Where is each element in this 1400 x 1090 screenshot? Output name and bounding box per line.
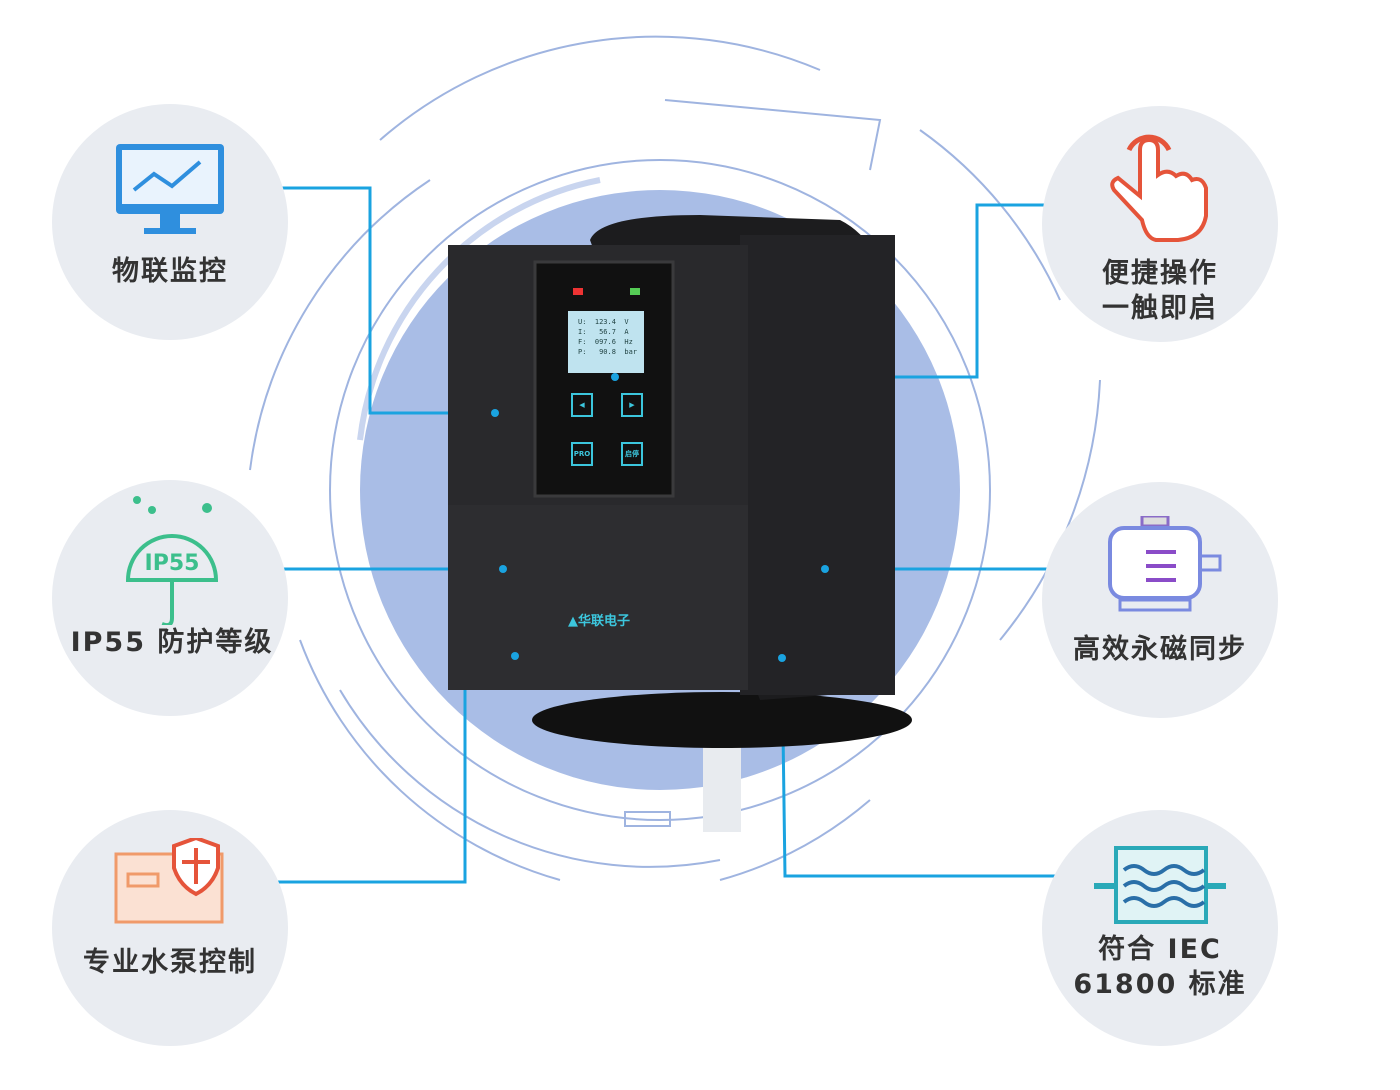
display-pressure: P: 90.8 bar	[578, 348, 638, 356]
feature-label: 专业水泵控制	[83, 947, 257, 978]
display-frequency: F: 097.6 Hz	[578, 338, 633, 346]
motor-icon	[1108, 516, 1222, 612]
feature-label: 物联监控	[112, 256, 228, 287]
brand-name: 华联电子	[578, 614, 631, 629]
left-key[interactable]: ◀	[571, 393, 593, 417]
right-key[interactable]: ▶	[621, 393, 643, 417]
feature-iot: 物联监控	[52, 104, 288, 340]
touch-hand-icon	[1110, 134, 1208, 242]
monitor-chart-icon	[116, 144, 224, 234]
feature-easy-operation: 便捷操作 一触即启	[1042, 106, 1278, 342]
start-stop-key[interactable]: 启停	[621, 442, 643, 466]
feature-label: 符合 IEC 61800 标准	[1042, 932, 1278, 1002]
feature-iec-standard: 符合 IEC 61800 标准	[1042, 810, 1278, 1046]
label-line: 61800 标准	[1073, 969, 1247, 1000]
ip55-badge: IP55	[145, 551, 200, 576]
label-line: 便捷操作	[1102, 258, 1218, 289]
label-line: 符合 IEC	[1098, 934, 1222, 965]
feature-ip55: IP55 IP55 防护等级	[52, 480, 288, 716]
umbrella-icon: IP55	[125, 496, 219, 625]
feature-pm-motor: 高效永磁同步	[1042, 482, 1278, 718]
water-filter-icon	[1094, 846, 1226, 924]
lcd-display: U: 123.4 V I: 56.7 A F: 097.6 Hz P: 90.8…	[568, 311, 644, 373]
brand-logo: ▲华联电子	[568, 614, 631, 629]
feature-label: 便捷操作 一触即启	[1042, 256, 1278, 326]
label-line: 一触即启	[1102, 293, 1218, 324]
feature-label: IP55 防护等级	[70, 627, 274, 658]
shield-control-icon	[114, 838, 224, 924]
pro-key[interactable]: PRO	[571, 442, 593, 466]
display-current: I: 56.7 A	[578, 328, 629, 336]
display-voltage: U: 123.4 V	[578, 318, 629, 326]
feature-pump: 专业水泵控制	[52, 810, 288, 1046]
feature-label: 高效永磁同步	[1073, 634, 1247, 665]
